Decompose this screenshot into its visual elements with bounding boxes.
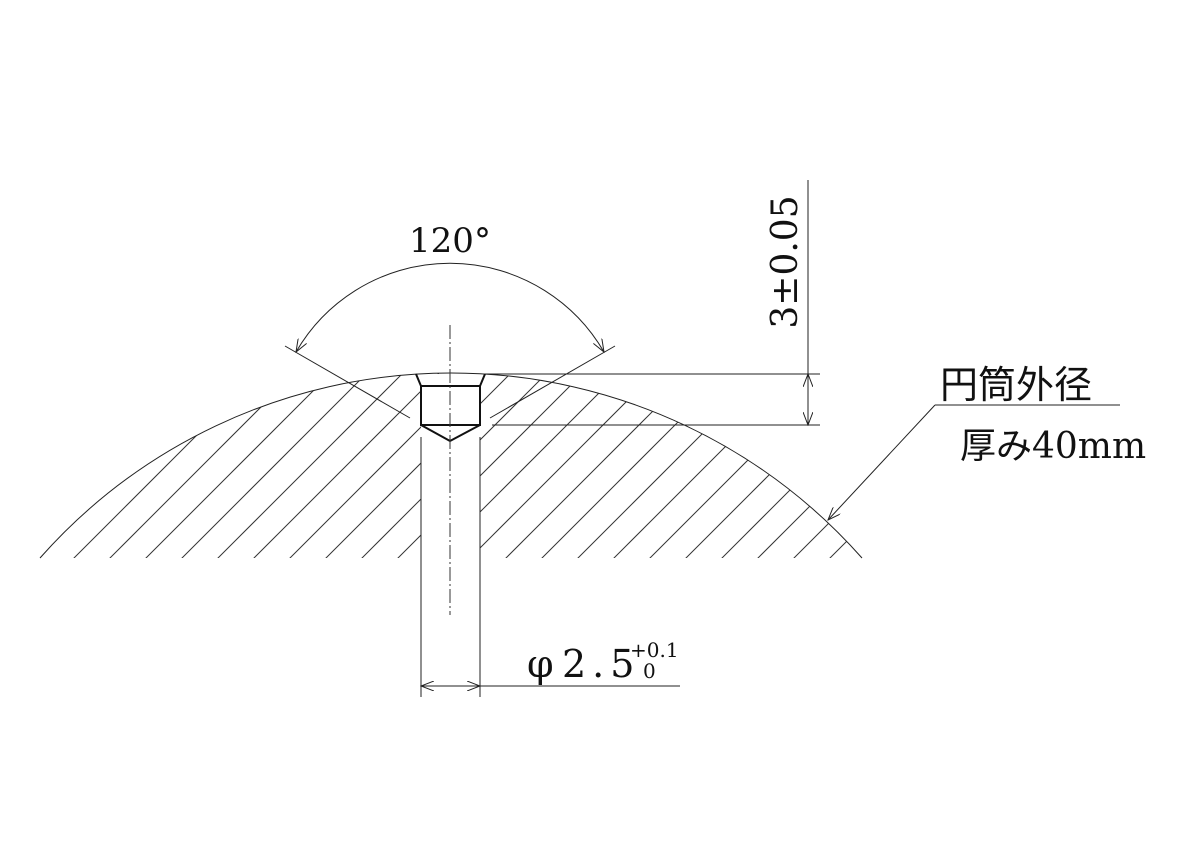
cylinder-outer-arc — [39, 372, 863, 559]
hatch-line — [40, 372, 237, 558]
note-line2: 厚み40mm — [960, 426, 1146, 467]
hatch-line — [787, 372, 862, 558]
hatch-line — [643, 372, 862, 558]
leader-note: 円筒外径 厚み40mm — [828, 363, 1146, 520]
hatch-line — [391, 372, 862, 558]
hatch-line — [571, 372, 862, 558]
hatch-line — [535, 372, 862, 558]
diameter-upper-tolerance: +0.1 — [630, 638, 679, 662]
diameter-symbol: φ — [527, 642, 554, 686]
hatch-line — [211, 372, 813, 558]
angle-label: 120° — [409, 221, 491, 261]
section-hatching — [40, 0, 1200, 600]
hatch-line — [40, 372, 345, 558]
hatch-line — [40, 372, 309, 558]
diameter-dimension: φ 2.5 +0.1 0 — [421, 437, 680, 697]
diameter-lower-tolerance: 0 — [643, 659, 656, 683]
depth-tolerance-label: 3±0.05 — [765, 195, 806, 328]
hatch-line — [427, 372, 862, 558]
hatch-line — [859, 372, 862, 558]
hatch-line — [40, 372, 489, 558]
hatch-line — [40, 372, 453, 558]
diameter-value: 2.5 — [562, 642, 640, 686]
hatch-line — [40, 372, 417, 558]
hatch-line — [463, 372, 862, 558]
hatch-line — [607, 372, 862, 558]
hatch-line — [247, 372, 849, 558]
hatch-line — [40, 372, 597, 558]
note-line1: 円筒外径 — [940, 363, 1092, 407]
hatch-line — [823, 372, 862, 558]
hatch-line — [319, 372, 862, 558]
hatch-line — [896, 0, 1200, 600]
hatch-line — [139, 372, 741, 558]
hatch-line — [499, 372, 862, 558]
hatch-line — [751, 372, 862, 558]
hatch-line — [67, 372, 669, 558]
hatch-line — [40, 372, 633, 558]
hatch-line — [175, 372, 777, 558]
hatch-line — [40, 372, 273, 558]
hatch-line — [40, 372, 381, 558]
angle-dimension: 120° — [284, 221, 616, 419]
hatch-line — [40, 372, 201, 558]
depth-dimension: 3±0.05 — [485, 180, 820, 425]
hatch-line — [103, 372, 705, 558]
hatch-line — [679, 372, 862, 558]
hatch-line — [283, 372, 862, 558]
